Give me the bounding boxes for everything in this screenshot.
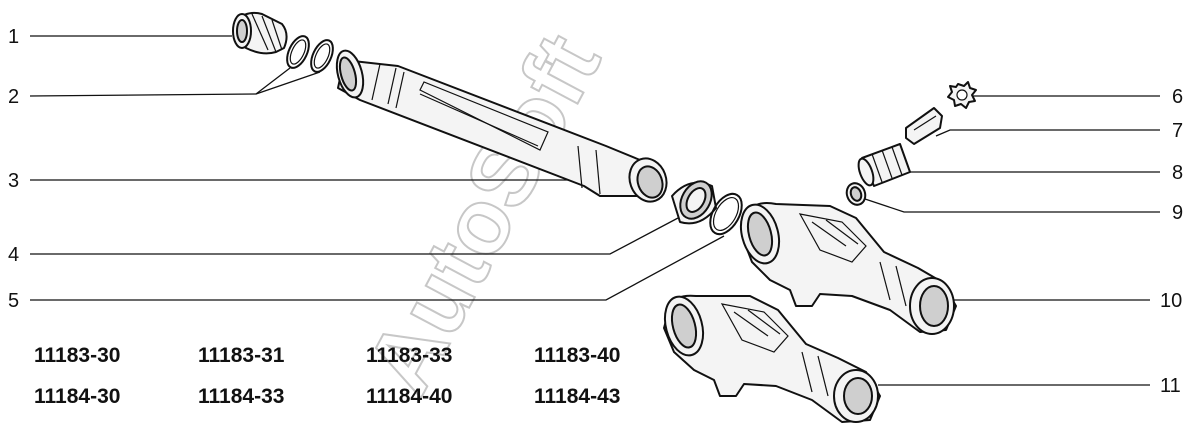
part-11-housing xyxy=(663,294,881,423)
callout-8: 8 xyxy=(1172,162,1183,184)
model-code: 11183-31 xyxy=(198,344,285,367)
callout-6: 6 xyxy=(1172,86,1183,108)
model-code: 11184-30 xyxy=(34,385,120,408)
model-code: 11183-40 xyxy=(534,344,620,367)
callout-11: 11 xyxy=(1160,375,1181,397)
leader-2a xyxy=(29,67,291,97)
part-8-sleeve xyxy=(857,143,911,187)
part-3-tube xyxy=(335,49,668,203)
leader-9 xyxy=(861,197,1160,213)
model-code: 11184-40 xyxy=(366,385,452,408)
callout-1: 1 xyxy=(8,26,19,48)
leader-7 xyxy=(935,129,1160,137)
model-codes: 11183-30 11183-31 11183-33 11183-40 1118… xyxy=(34,344,620,408)
model-code: 11184-33 xyxy=(198,385,284,408)
leader-lines xyxy=(29,35,1160,386)
model-code: 11183-30 xyxy=(34,344,120,367)
callout-3: 3 xyxy=(8,170,19,192)
leader-2b xyxy=(255,71,321,95)
leader-5 xyxy=(30,235,725,301)
part-5-ring xyxy=(709,192,743,236)
callout-9: 9 xyxy=(1172,202,1183,224)
callout-5: 5 xyxy=(8,290,19,312)
callout-2: 2 xyxy=(8,86,19,108)
callout-numbers: 1 2 3 4 5 6 7 8 9 10 11 xyxy=(8,26,1183,397)
part-6-washer xyxy=(947,81,977,109)
callout-10: 10 xyxy=(1160,290,1182,312)
callout-7: 7 xyxy=(1172,120,1183,142)
model-code: 11184-43 xyxy=(534,385,620,408)
model-code: 11183-33 xyxy=(366,344,452,367)
callout-4: 4 xyxy=(8,244,19,266)
part-7-clip xyxy=(905,107,943,145)
leader-4 xyxy=(30,217,679,255)
part-1-bushing xyxy=(232,11,288,55)
part-2-rings xyxy=(286,35,334,73)
part-10-housing xyxy=(739,202,957,335)
part-4-nut xyxy=(671,180,717,225)
part-9-small-nut xyxy=(845,182,867,206)
